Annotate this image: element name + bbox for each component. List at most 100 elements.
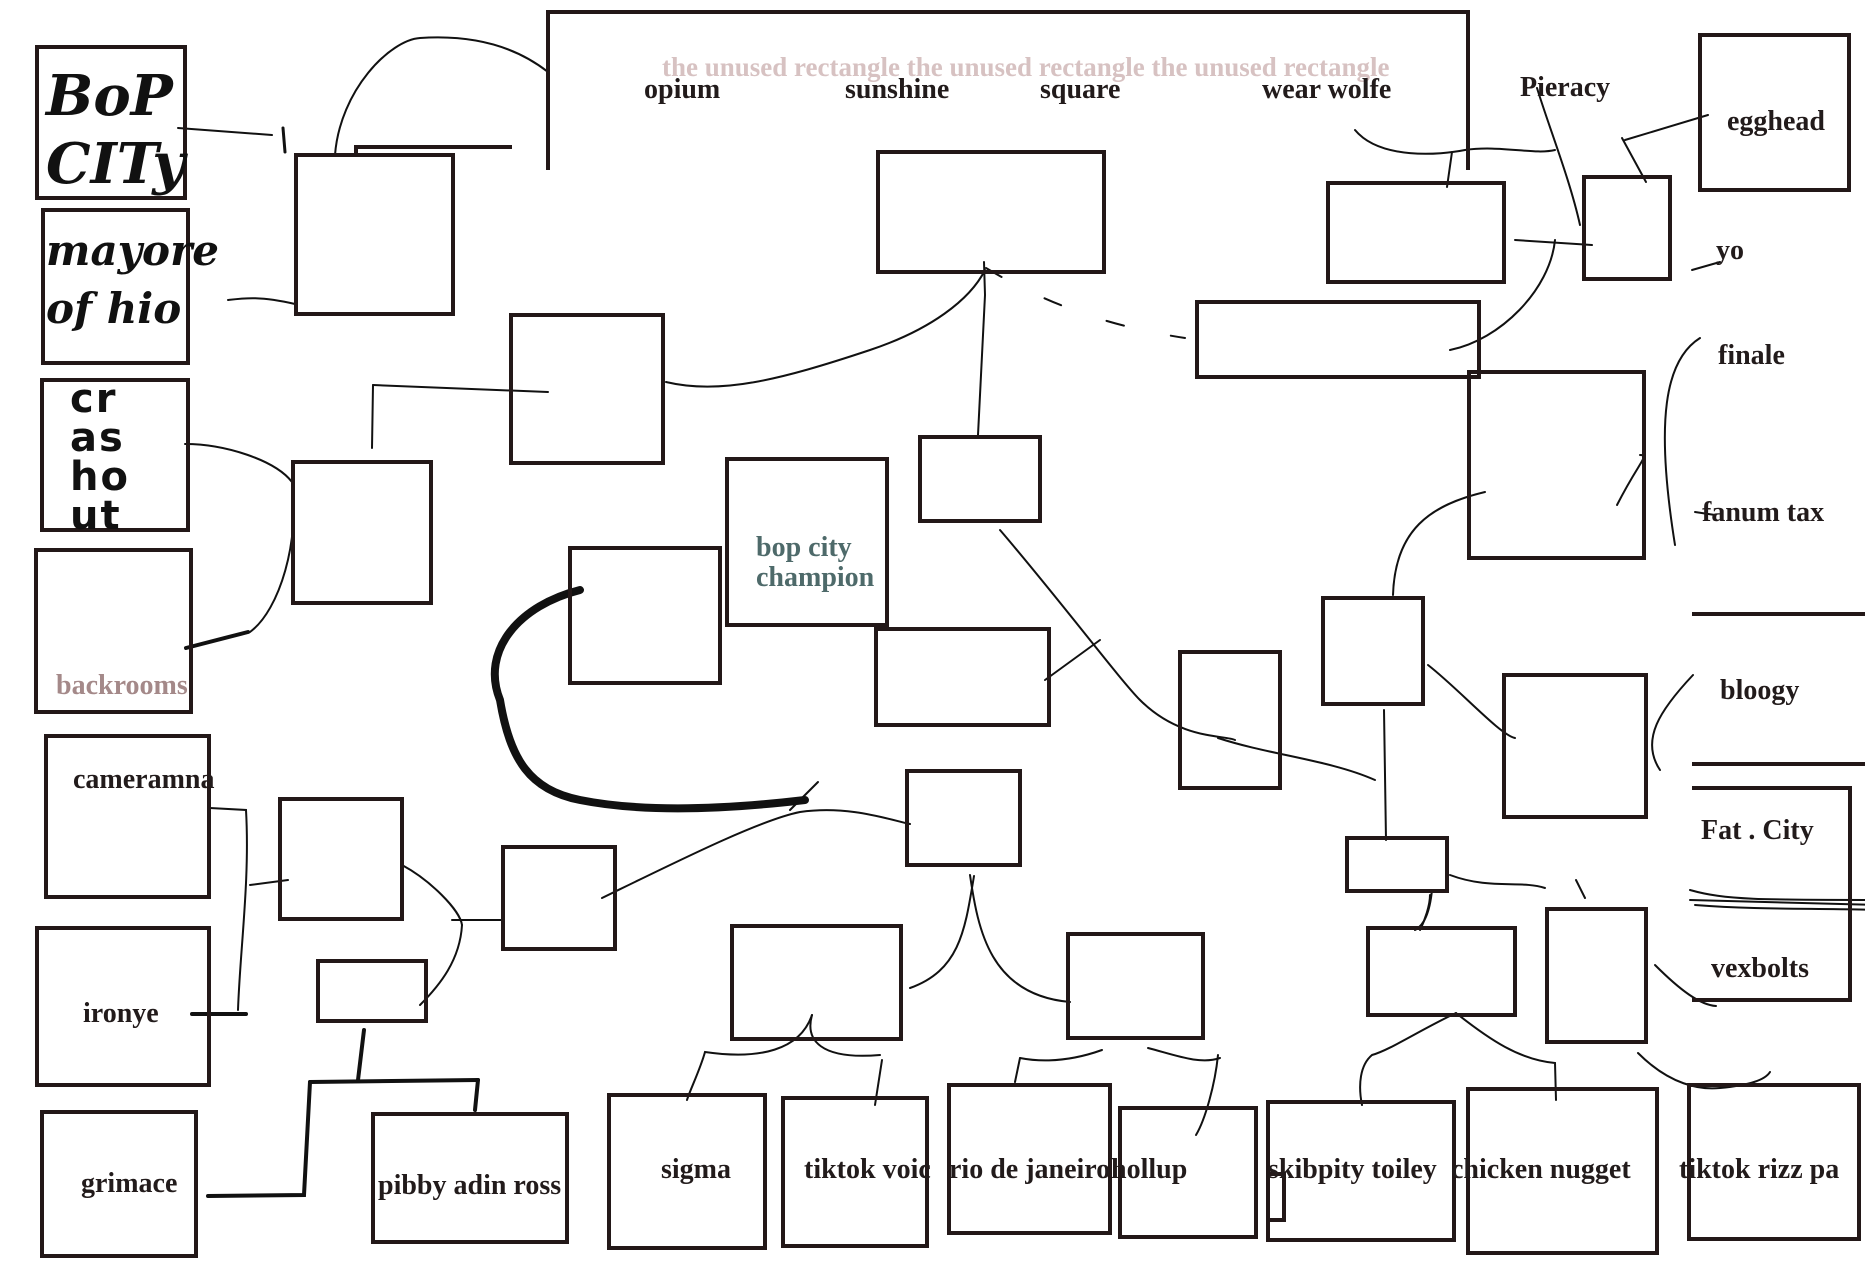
- label-egghead: egghead: [1727, 106, 1825, 137]
- tiktok-voice-box: [781, 1096, 929, 1248]
- hollup-box: [1118, 1106, 1258, 1239]
- skibidi-box-tab: [1266, 1172, 1286, 1222]
- label-chicken-nugget: chicken nugget: [1451, 1154, 1631, 1185]
- backrooms-box: [34, 548, 193, 714]
- tiktok-rizz-box: [1687, 1083, 1861, 1241]
- connector-line: [356, 1028, 366, 1082]
- label-skibidi-toilet: skibpity toiley: [1268, 1154, 1437, 1185]
- cameramna-box: [44, 734, 211, 899]
- connector-line: [281, 126, 287, 154]
- connector-line: [1654, 964, 1717, 1007]
- label-rio-de-janeiro: rio de janeiro: [949, 1154, 1111, 1185]
- ironye-box: [35, 926, 211, 1087]
- flow-box: [291, 460, 433, 605]
- crashout-text-2: as: [70, 415, 125, 461]
- rio-box: [947, 1083, 1112, 1235]
- champion-box: [725, 457, 889, 627]
- connector-line: [789, 781, 819, 811]
- label-ironye: ironye: [83, 998, 159, 1029]
- connector-line: [209, 807, 248, 1011]
- flow-box: [1467, 370, 1646, 560]
- connector-line: [686, 1014, 813, 1101]
- flow-box: [876, 150, 1106, 274]
- label-fanum-tax: fanum tax: [1702, 497, 1825, 528]
- label-fat-city: Fat . City: [1701, 815, 1814, 846]
- label-backrooms: backrooms: [56, 670, 188, 701]
- flow-box: [501, 845, 617, 951]
- flow-box: [316, 959, 428, 1023]
- skibidi-box: [1266, 1100, 1456, 1242]
- crashout-text-4: ut: [70, 493, 122, 539]
- connector-line: [184, 443, 293, 483]
- connector-line: [1514, 239, 1593, 246]
- connector-line: [985, 267, 1186, 339]
- label-bop-city-champion-2: champion: [756, 562, 875, 593]
- connector-line: [1624, 114, 1709, 141]
- mayor-box: [41, 208, 190, 365]
- label-bloogy: bloogy: [1720, 675, 1800, 706]
- connector-line: [227, 297, 296, 305]
- flow-box: [905, 769, 1022, 867]
- unused-rectangle: [546, 10, 1470, 170]
- label-vexbolts: vexbolts: [1711, 953, 1809, 984]
- connector-line: [177, 127, 273, 136]
- label-hollup: hollup: [1111, 1154, 1188, 1185]
- bop-city-logo-line1: BoP: [46, 63, 173, 129]
- connector-line: [206, 1080, 312, 1198]
- flow-box: [1066, 932, 1205, 1040]
- connector-line: [1449, 874, 1546, 889]
- connector-line: [371, 384, 374, 449]
- connector-line: [1014, 1057, 1021, 1083]
- connector-line: [1455, 1012, 1557, 1101]
- label-tiktok-rizz: tiktok rizz pa: [1679, 1154, 1840, 1185]
- connector-line: [1621, 137, 1647, 183]
- connector-line: [334, 36, 549, 156]
- connector-line: [909, 875, 975, 989]
- flow-box: [294, 153, 455, 316]
- connector-line: [372, 384, 549, 393]
- crashout-box: [40, 378, 190, 532]
- flow-box: [874, 627, 1051, 727]
- connector-line: [1392, 491, 1486, 596]
- bop-city-box: [35, 45, 187, 200]
- flow-box: [1195, 300, 1481, 379]
- connector-line: [601, 809, 911, 899]
- crashout-text-1: cr: [70, 376, 118, 422]
- connector-line: [999, 529, 1236, 741]
- grimace-box: [40, 1110, 198, 1258]
- label-opium: opium: [644, 74, 721, 105]
- label-tiktok-voice: tiktok voic: [804, 1154, 931, 1185]
- connector-line: [809, 1014, 881, 1057]
- connector-line: [1694, 511, 1716, 516]
- flow-box: [730, 924, 903, 1041]
- pibby-box: [371, 1112, 569, 1244]
- flow-box: [354, 145, 512, 155]
- label-sunshine: sunshine: [845, 74, 950, 105]
- flow-box: [1545, 907, 1648, 1044]
- label-square: square: [1040, 74, 1121, 105]
- label-grimace: grimace: [81, 1168, 178, 1199]
- connector-line: [665, 269, 986, 388]
- connector-line: [1575, 879, 1586, 899]
- flow-box: [509, 313, 665, 465]
- connector-line: [1044, 639, 1101, 681]
- unused-rectangle-title: the unused rectangle the unused rectangl…: [662, 52, 1390, 82]
- connector-line: [249, 481, 295, 633]
- bloogy-box: [1692, 612, 1865, 766]
- flow-box: [1502, 673, 1648, 819]
- connector-line: [1359, 1012, 1457, 1106]
- connector-line: [1195, 1054, 1219, 1136]
- connector-line: [473, 1078, 480, 1112]
- label-finale: finale: [1718, 340, 1785, 371]
- label-cameramna: cameramna: [73, 764, 215, 795]
- connector-line: [1536, 87, 1581, 226]
- bop-city-logo-line2: CITy: [46, 131, 185, 197]
- label-piracy: Pieracy: [1520, 72, 1611, 103]
- flow-box: [1321, 596, 1425, 706]
- label-wear-wolfe: wear wolfe: [1262, 74, 1392, 105]
- connector-line: [1449, 239, 1556, 351]
- label-bop-city-champion-1: bop city: [756, 532, 852, 563]
- connector-line: [1019, 1049, 1103, 1062]
- chicken-nugget-box: [1466, 1087, 1659, 1255]
